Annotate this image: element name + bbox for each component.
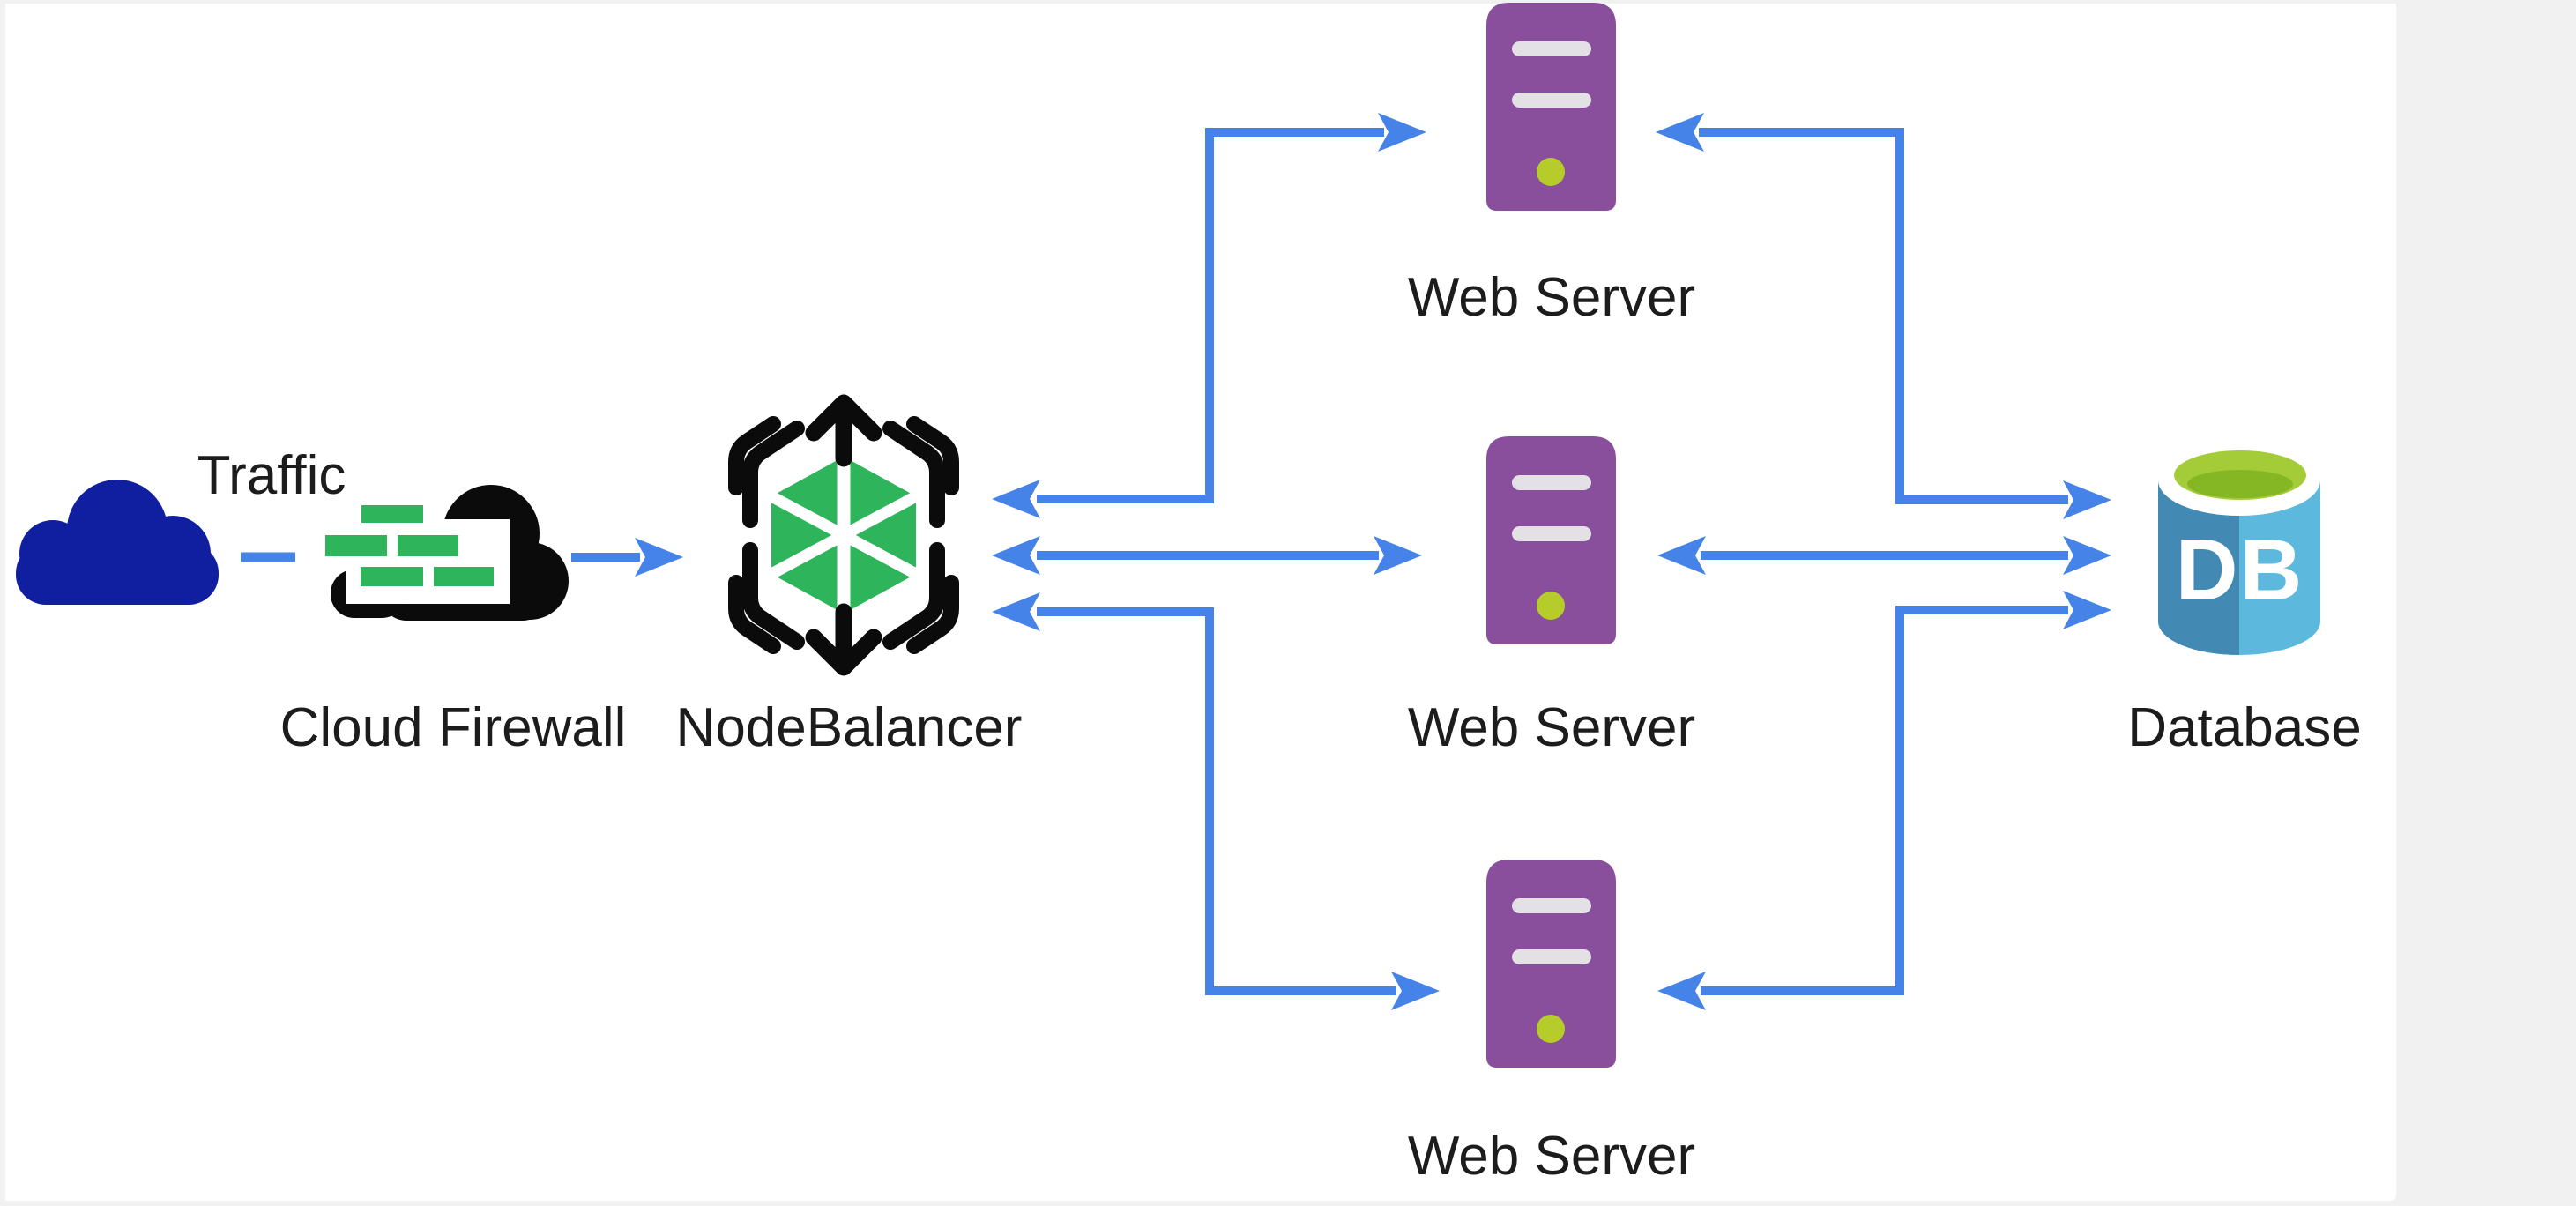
nodebalancer-label: NodeBalancer <box>675 697 1023 758</box>
connector-nodebalancer-webserver-top <box>992 113 1426 518</box>
nodebalancer-icon <box>728 394 959 676</box>
connector-firewall-nodebalancer <box>571 538 683 577</box>
database-icon <box>2158 445 2320 655</box>
connector-webserver-bottom-database <box>1657 591 2111 1010</box>
nodebalancer-corner-arrows <box>728 416 959 654</box>
web-server-middle-icon <box>1486 436 1616 644</box>
cloud-firewall-label: Cloud Firewall <box>279 697 627 758</box>
web-server-top-icon <box>1486 3 1616 211</box>
connector-webserver-top-database <box>1656 113 2111 519</box>
cloud-firewall-icon <box>320 485 569 621</box>
web-server-bottom-label: Web Server <box>1407 1126 1696 1187</box>
traffic-cloud-icon <box>16 480 219 605</box>
connector-nodebalancer-webserver-bottom <box>992 592 1440 1010</box>
connector-webserver-middle-database <box>1657 536 2111 575</box>
web-server-middle-label: Web Server <box>1407 697 1696 758</box>
web-server-bottom-icon <box>1486 860 1616 1068</box>
web-server-top-label: Web Server <box>1407 267 1696 328</box>
firewall-bricks <box>320 500 499 592</box>
connector-nodebalancer-webserver-middle <box>992 536 1422 575</box>
nodebalancer-arrows <box>805 394 882 676</box>
database-db-badge: DB <box>2175 521 2304 618</box>
database-label: Database <box>2127 697 2362 758</box>
traffic-label: Traffic <box>197 445 346 506</box>
